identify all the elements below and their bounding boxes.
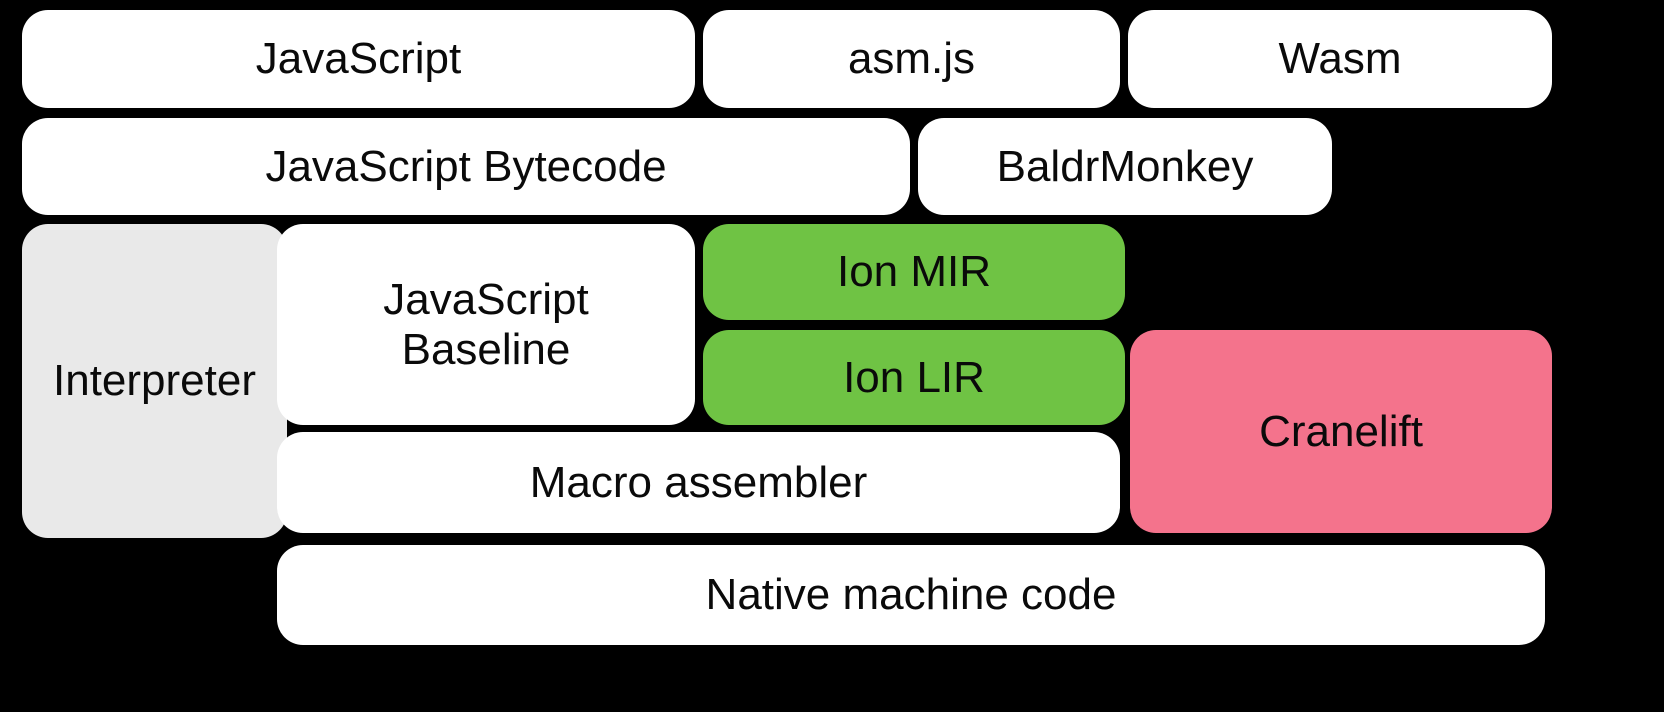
node-cranelift[interactable]: Cranelift: [1130, 330, 1552, 533]
node-baldrmonkey[interactable]: BaldrMonkey: [918, 118, 1332, 215]
node-wasm[interactable]: Wasm: [1128, 10, 1552, 108]
node-javascript[interactable]: JavaScript: [22, 10, 695, 108]
node-javascript-baseline[interactable]: JavaScript Baseline: [277, 224, 695, 425]
node-ion-mir[interactable]: Ion MIR: [703, 224, 1125, 320]
node-ion-lir[interactable]: Ion LIR: [703, 330, 1125, 425]
node-asm-js[interactable]: asm.js: [703, 10, 1120, 108]
node-macro-assembler[interactable]: Macro assembler: [277, 432, 1120, 533]
node-native-machine-code[interactable]: Native machine code: [277, 545, 1545, 645]
node-javascript-bytecode[interactable]: JavaScript Bytecode: [22, 118, 910, 215]
node-interpreter[interactable]: Interpreter: [22, 224, 287, 538]
